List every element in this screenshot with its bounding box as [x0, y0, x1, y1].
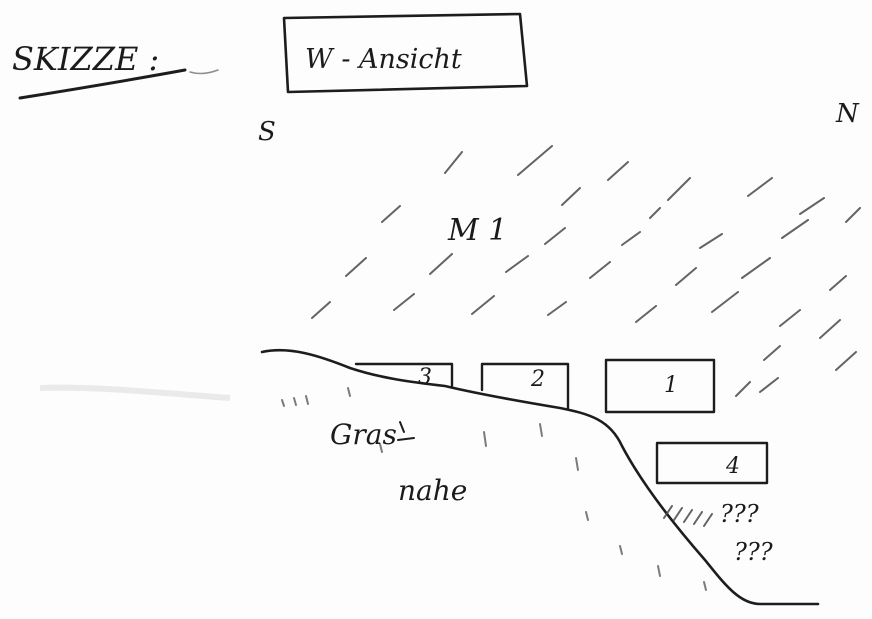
block-2-label: 2	[530, 367, 545, 392]
grass-mark	[397, 421, 415, 441]
slope-hatching	[663, 505, 713, 527]
view-label-box	[282, 12, 529, 94]
south-label: S	[258, 117, 276, 147]
block-4: 4	[655, 441, 769, 485]
grass-label-line2: nahe	[398, 474, 467, 507]
heading-text: SKIZZE :	[12, 40, 159, 78]
question-marks-bottom: ???	[734, 538, 773, 566]
question-marks-top: ???	[720, 500, 759, 528]
block-1: 1	[604, 358, 716, 414]
grass-strokes	[281, 387, 707, 591]
mass-label: M 1	[447, 213, 507, 248]
block-1-label: 1	[664, 373, 678, 398]
north-label: N	[835, 99, 860, 129]
block-3: 3	[354, 362, 454, 390]
view-label-text: W - Ansicht	[305, 44, 462, 75]
scan-smudge	[39, 384, 231, 401]
heading-underline-tail	[189, 69, 219, 75]
mass-hatching	[311, 145, 861, 397]
terrain-line	[260, 348, 820, 606]
grass-label: Gras	[330, 418, 397, 451]
block-4-label: 4	[725, 454, 740, 479]
heading-underline	[18, 68, 187, 100]
block-3-label: 3	[418, 365, 432, 390]
block-2: 2	[480, 362, 570, 410]
